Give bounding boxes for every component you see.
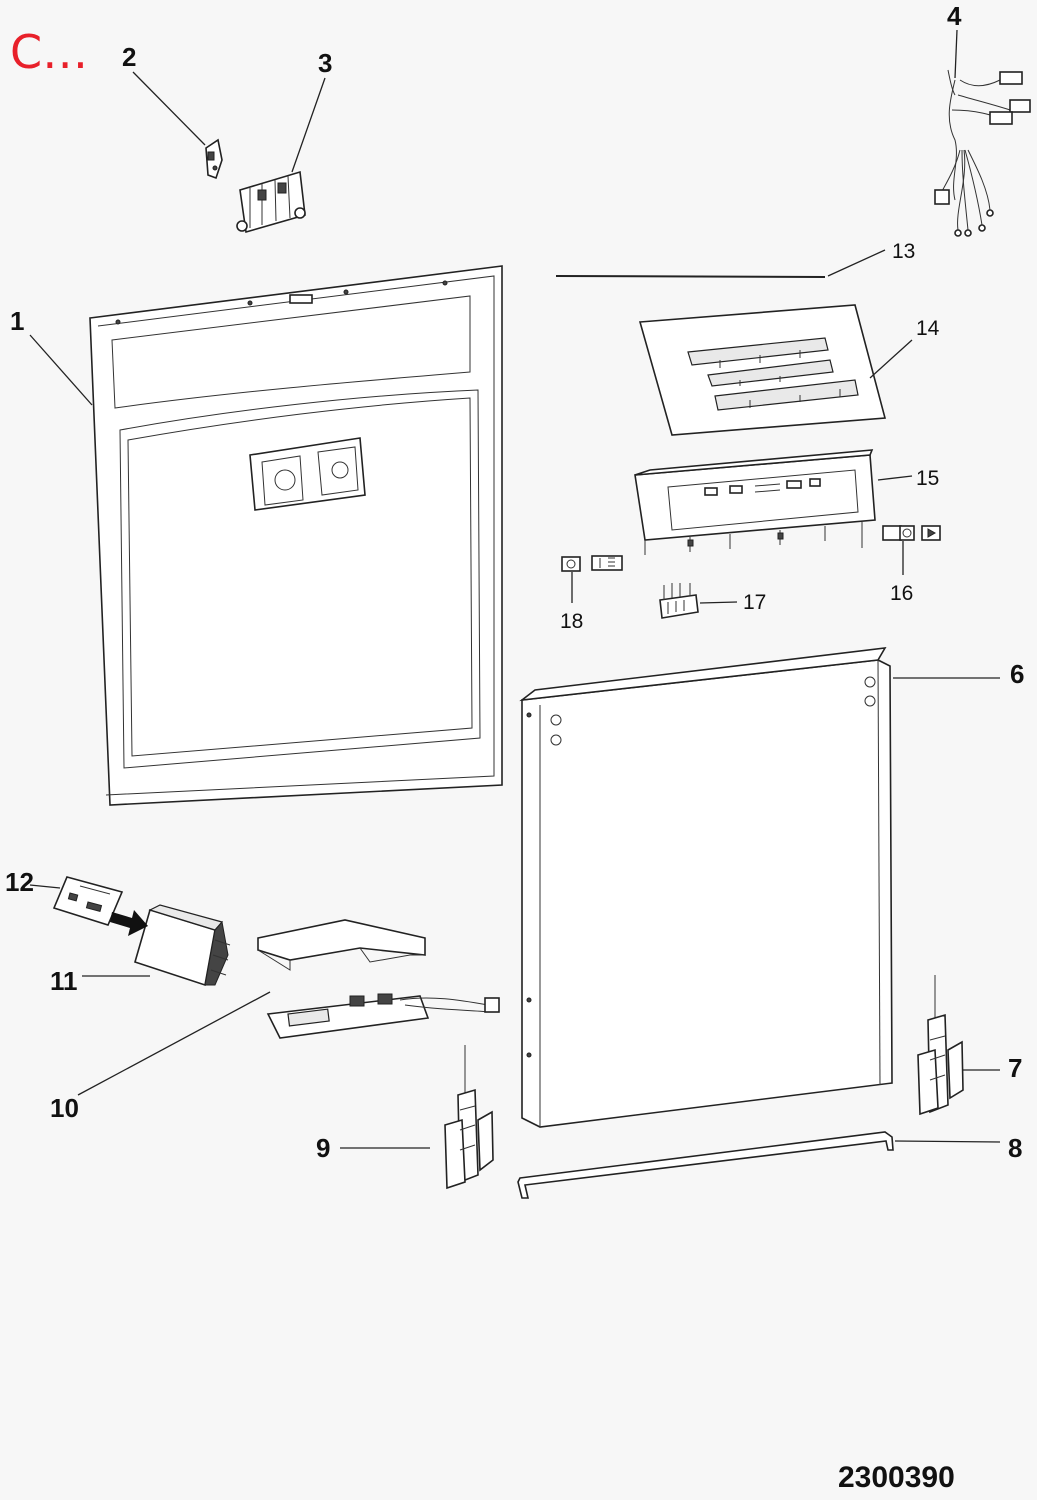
part-11-module-box[interactable] — [134, 904, 231, 987]
label-15: 15 — [916, 467, 939, 490]
label-16: 16 — [890, 582, 913, 605]
part-9-hinge-left[interactable] — [444, 1045, 494, 1190]
drawing-code: 2300390 — [838, 1461, 955, 1494]
part-10-electronic-module[interactable] — [257, 919, 500, 1039]
leader-17 — [699, 601, 738, 604]
corner-text: C… — [10, 25, 88, 79]
leader-1 — [29, 334, 93, 406]
leader-10 — [77, 991, 271, 1096]
leader-15 — [877, 475, 913, 481]
part-13-seal[interactable] — [555, 275, 826, 278]
leader-4 — [954, 29, 958, 79]
part-18-buttons[interactable] — [561, 555, 623, 572]
part-1-dispenser[interactable] — [249, 437, 366, 511]
part-1-inner-door-panel[interactable] — [89, 265, 503, 806]
part-17-connector[interactable] — [659, 583, 699, 619]
label-7: 7 — [1008, 1053, 1022, 1083]
part-3-door-latch[interactable] — [236, 170, 306, 234]
label-6: 6 — [1010, 659, 1024, 689]
leader-8 — [894, 1140, 1001, 1143]
label-10: 10 — [50, 1093, 79, 1123]
label-9: 9 — [316, 1133, 330, 1163]
label-3: 3 — [318, 48, 332, 78]
part-7-hinge-right[interactable] — [917, 975, 964, 1116]
label-17: 17 — [743, 591, 766, 614]
part-12-label-sticker[interactable] — [52, 876, 124, 926]
leader-14 — [869, 339, 913, 379]
label-14: 14 — [916, 317, 940, 340]
part-14-control-boards[interactable] — [638, 304, 887, 436]
leader-13 — [827, 249, 886, 277]
part-16-buttons[interactable] — [882, 525, 941, 541]
arrow-icon — [110, 910, 148, 936]
label-8: 8 — [1008, 1133, 1022, 1163]
leader-2 — [132, 71, 206, 146]
label-12: 12 — [5, 867, 34, 897]
label-2: 2 — [122, 42, 136, 72]
label-18: 18 — [560, 610, 583, 633]
part-4-wiring-harness[interactable] — [934, 69, 1031, 237]
part-15-control-panel[interactable] — [634, 449, 876, 555]
part-8-rod[interactable] — [517, 1131, 894, 1199]
leader-12 — [29, 884, 61, 889]
part-6-outer-door-panel[interactable] — [519, 647, 893, 1128]
label-11: 11 — [50, 966, 78, 996]
leader-3 — [291, 77, 326, 173]
label-1: 1 — [10, 306, 24, 336]
label-13: 13 — [892, 240, 915, 263]
label-4: 4 — [947, 1, 962, 31]
part-2-clip[interactable] — [205, 138, 223, 180]
